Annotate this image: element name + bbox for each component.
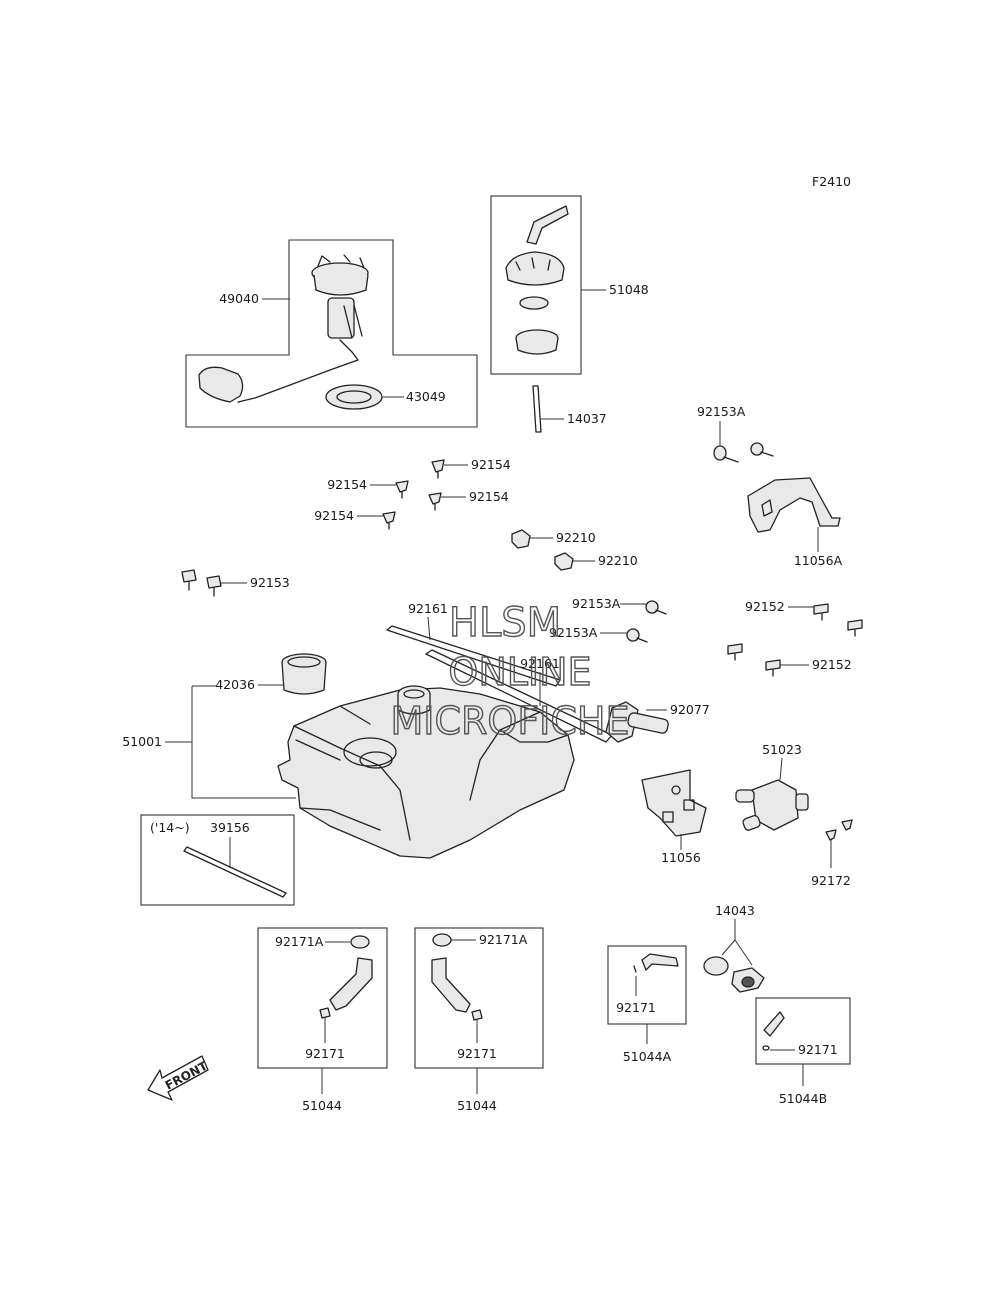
watermark-line3: MICROFICHE: [390, 699, 629, 743]
tank-pump-opening[interactable]: [343, 737, 397, 769]
watermark-line2: ONLINE: [448, 650, 591, 694]
fuel-valve-51023[interactable]: [735, 779, 809, 831]
fuel-cap-group-frame: [490, 195, 582, 375]
filler-neck-strip[interactable]: [532, 385, 542, 433]
callout-92171-1: 92171: [305, 1046, 345, 1061]
callout-92171A-1: 92171A: [275, 934, 324, 949]
clip-92154-a[interactable]: [431, 459, 445, 479]
screw-92172-b[interactable]: [841, 819, 853, 831]
callout-92154-1: 92154: [471, 457, 511, 472]
callout-92154-4: 92154: [314, 508, 354, 523]
figure-code: F2410: [812, 174, 851, 189]
clip-92171-1[interactable]: [319, 1007, 331, 1019]
plate-11056[interactable]: [641, 769, 707, 837]
clip-92171A-1[interactable]: [350, 935, 370, 949]
box-39156: [140, 814, 295, 906]
clip-92171A-2[interactable]: [432, 933, 452, 947]
fuel-cock-92077[interactable]: [605, 701, 669, 743]
screw-92172-a[interactable]: [825, 829, 837, 841]
watermark-line1: HLSM: [449, 600, 561, 646]
hose-51044-2[interactable]: [431, 957, 471, 1013]
fuel-tank-51001[interactable]: [277, 687, 575, 859]
cap-inner-valve[interactable]: [515, 329, 559, 355]
callout-92153A-mid1: 92153A: [572, 596, 621, 611]
tank-band-92161-front[interactable]: [386, 625, 561, 687]
callout-92153A-top: 92153A: [697, 404, 746, 419]
bolt-92153A-b[interactable]: [750, 442, 774, 457]
callout-49040: 49040: [219, 291, 259, 306]
cap-breather-hose[interactable]: [526, 205, 569, 245]
callout-92077: 92077: [670, 702, 710, 717]
rivet-92152-b[interactable]: [847, 619, 863, 637]
clip-92154-c[interactable]: [428, 492, 442, 511]
callout-14043: 14043: [715, 903, 755, 918]
callout-92154-2: 92154: [327, 477, 367, 492]
front-label: FRONT: [163, 1058, 211, 1092]
bolt-92153A-c[interactable]: [645, 600, 667, 615]
fuel-pump-group-frame: [185, 239, 478, 428]
clip-92171-4[interactable]: [762, 1045, 770, 1051]
bolt-92153A-a[interactable]: [713, 445, 739, 463]
cap-gasket[interactable]: [519, 296, 549, 310]
rivet-92152-c[interactable]: [727, 643, 743, 661]
callout-51044B: 51044B: [779, 1091, 827, 1106]
pump-gasket-ring[interactable]: [325, 384, 383, 410]
hose-51044-1[interactable]: [329, 957, 373, 1011]
fuel-cap[interactable]: [505, 251, 565, 286]
callout-92153: 92153: [250, 575, 290, 590]
callout-51001: 51001: [122, 734, 162, 749]
callout-92154-3: 92154: [469, 489, 509, 504]
callout-92152-2: 92152: [812, 657, 852, 672]
callout-11056A: 11056A: [794, 553, 843, 568]
callout-92171-2: 92171: [457, 1046, 497, 1061]
rivet-92152-d[interactable]: [765, 659, 781, 677]
fuel-level-float[interactable]: [198, 366, 244, 403]
callout-43049: 43049: [406, 389, 446, 404]
callout-11056: 11056: [661, 850, 701, 865]
clip-92154-d[interactable]: [382, 511, 396, 530]
hose-51044A[interactable]: [641, 953, 679, 971]
bolt-92153-a[interactable]: [181, 569, 197, 591]
callout-92171A-2: 92171A: [479, 932, 528, 947]
front-arrow-icon: FRONT: [147, 1055, 211, 1101]
callout-14-note: ('14~): [150, 820, 190, 835]
callout-51048: 51048: [609, 282, 649, 297]
rivet-92152-a[interactable]: [813, 603, 829, 621]
part-14043-a[interactable]: [703, 956, 729, 976]
callout-92210-2: 92210: [598, 553, 638, 568]
callout-92210-1: 92210: [556, 530, 596, 545]
hose-51044B[interactable]: [763, 1011, 785, 1037]
collar-42036[interactable]: [281, 653, 327, 695]
callout-51023: 51023: [762, 742, 802, 757]
callout-92153A-mid2: 92153A: [549, 625, 598, 640]
hose-group-51044-2: [414, 927, 544, 1069]
tank-filler-neck[interactable]: [397, 685, 431, 715]
callout-39156: 39156: [210, 820, 250, 835]
callout-92171-3: 92171: [616, 1000, 656, 1015]
callout-42036: 42036: [215, 677, 255, 692]
callout-51044-2: 51044: [457, 1098, 497, 1113]
callout-92161-2: 92161: [520, 656, 560, 671]
part-14043-b[interactable]: [731, 967, 765, 993]
clip-92171-2[interactable]: [471, 1009, 483, 1021]
callout-92152-1: 92152: [745, 599, 785, 614]
callout-92161-1: 92161: [408, 601, 448, 616]
callout-51044A: 51044A: [623, 1049, 672, 1064]
nut-92210-a[interactable]: [511, 529, 531, 549]
callout-92172: 92172: [811, 873, 851, 888]
bracket-11056A[interactable]: [747, 477, 841, 533]
strip-39156[interactable]: [183, 846, 287, 898]
bolt-92153-b[interactable]: [206, 575, 222, 597]
bolt-92153A-d[interactable]: [626, 628, 648, 643]
clip-92171-3[interactable]: [633, 965, 637, 973]
callout-51044-1: 51044: [302, 1098, 342, 1113]
callout-14037: 14037: [567, 411, 607, 426]
clip-92154-b[interactable]: [395, 480, 409, 499]
fuel-pump-part[interactable]: [237, 254, 369, 403]
callout-92171-4: 92171: [798, 1042, 838, 1057]
watermark: HLSM ONLINE MICROFICHE: [390, 599, 630, 743]
nut-92210-b[interactable]: [554, 552, 574, 571]
